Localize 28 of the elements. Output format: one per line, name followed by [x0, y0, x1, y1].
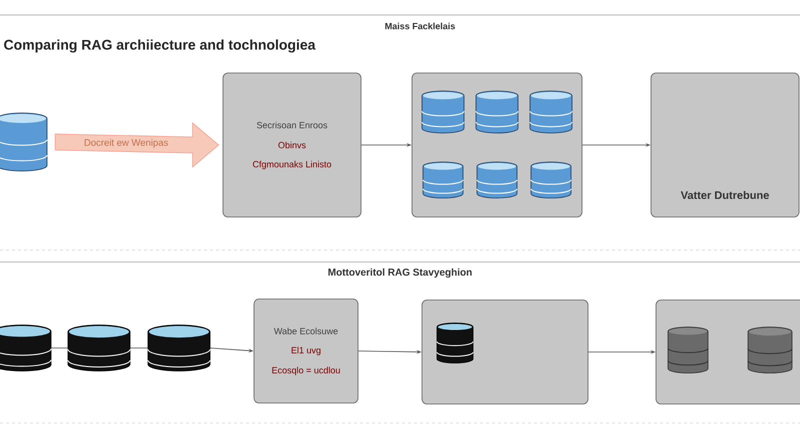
box-text: Cfgmounaks Linisto	[252, 160, 332, 170]
database-cylinder	[476, 90, 518, 134]
box-text: Wabe Ecolsuwe	[274, 328, 338, 334]
database-cylinder	[0, 112, 48, 172]
process-box	[254, 298, 358, 404]
section-heading: Mottoveritol RAG Stavyeghion	[328, 268, 472, 278]
database-cylinder	[668, 326, 708, 374]
database-cylinder	[422, 90, 464, 134]
box-text: Ecosqlo = ucdlou	[272, 366, 340, 376]
box-text: Secrisoan Enroos	[256, 122, 328, 128]
database-cylinder	[530, 90, 572, 134]
database-cylinder	[436, 322, 474, 364]
panel-box	[422, 300, 588, 404]
database-cylinder	[530, 162, 572, 198]
database-cylinder	[748, 326, 792, 374]
box-text: Obinvs	[278, 142, 306, 148]
database-cylinder	[422, 162, 464, 198]
database-cylinder	[148, 324, 210, 372]
box-label: Vatter Dutrebune	[680, 190, 769, 200]
database-cylinder	[0, 324, 52, 372]
edge-label: Docreit ew Wenipas	[84, 138, 168, 148]
page-title: Comparing RAG archiiecture and tochnologiea	[4, 39, 316, 53]
box-text: El1 uvg	[292, 346, 320, 356]
section-heading: Maiss Facklelais	[385, 22, 455, 30]
database-cylinder	[68, 324, 130, 372]
process-box	[222, 72, 362, 218]
process-box	[650, 72, 800, 218]
database-cylinder	[476, 162, 518, 198]
